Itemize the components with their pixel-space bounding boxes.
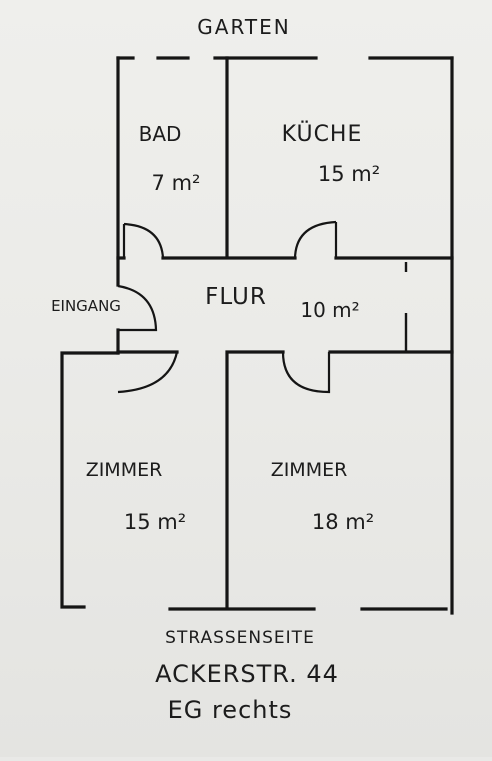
- zimmer-right-area: 18 m²: [312, 510, 374, 534]
- flur-area: 10 m²: [300, 298, 359, 322]
- zimmer-right-name: ZIMMER: [271, 459, 348, 481]
- flur-name: FLUR: [205, 284, 267, 310]
- bad-name: BAD: [139, 122, 182, 146]
- left-lower-wall: [60, 351, 120, 609]
- kueche-door: [293, 220, 338, 259]
- interior-walls: [116, 56, 454, 609]
- zimmer-left-name: ZIMMER: [86, 459, 163, 481]
- doors: [117, 220, 338, 394]
- bad-area: 7 m²: [152, 171, 201, 195]
- outer-walls: [60, 56, 454, 615]
- bad-door: [122, 222, 165, 259]
- kueche-name: KÜCHE: [282, 121, 363, 147]
- zimmer-left-area: 15 m²: [124, 510, 186, 534]
- eingang-label: EINGANG: [51, 297, 121, 315]
- street-side-label: STRASSENSEITE: [165, 628, 315, 648]
- zimmer-right-door: [281, 351, 331, 394]
- address-label: ACKERSTR. 44: [155, 660, 339, 688]
- kueche-area: 15 m²: [318, 162, 380, 186]
- garden-label: GARTEN: [197, 15, 290, 39]
- entrance-door: [117, 284, 158, 332]
- unit-label: EG rechts: [168, 696, 293, 724]
- zimmer-left-door: [117, 351, 179, 394]
